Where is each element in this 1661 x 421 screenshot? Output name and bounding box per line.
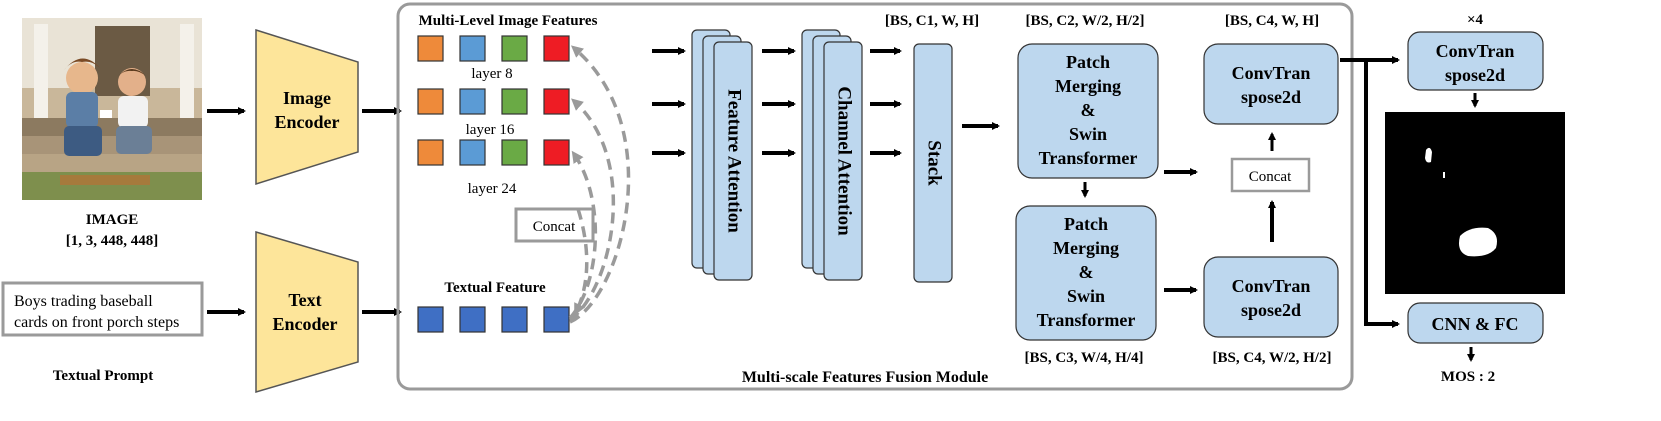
- patch1-line3: &: [1081, 100, 1096, 120]
- convtran-top-line2: spose2d: [1241, 87, 1301, 107]
- image-feature-grid: [417, 35, 570, 166]
- text-encoder-label-line1: Text: [288, 290, 321, 310]
- image-feature-square: [417, 35, 444, 62]
- mos-label: MOS : 2: [1441, 369, 1495, 385]
- image-label: IMAGE: [86, 212, 139, 228]
- patch1-line1: Patch: [1066, 52, 1110, 72]
- patch2-line4: Swin: [1067, 286, 1105, 306]
- image-encoder-label-line1: Image: [283, 88, 331, 108]
- prompt-label: Textual Prompt: [53, 368, 153, 384]
- image-feature-square: [543, 139, 570, 166]
- textual-feature-square: [417, 306, 444, 333]
- image-encoder-shape: [255, 28, 359, 186]
- convtran-top-line1: ConvTran: [1232, 63, 1311, 83]
- patch2-line5: Transformer: [1037, 310, 1136, 330]
- prompt-text-line2: cards on front porch steps: [14, 314, 179, 331]
- output-convtran-line1: ConvTran: [1436, 41, 1515, 61]
- stack-block: [913, 43, 953, 283]
- patch-merging-block-2: [1015, 205, 1157, 341]
- textual-feature-row: [417, 306, 570, 333]
- image-feature-square: [459, 88, 486, 115]
- image-encoder-label-line2: Encoder: [275, 112, 340, 132]
- shape-c4-bottom-label: [BS, C4, W/2, H/2]: [1213, 350, 1332, 366]
- output-convtran-line2: spose2d: [1445, 65, 1505, 85]
- output-connector: [1340, 56, 1400, 328]
- shape-c3-label: [BS, C3, W/4, H/4]: [1025, 350, 1144, 366]
- textual-feature-title: Textual Feature: [444, 280, 546, 296]
- layer-16-label: layer 16: [466, 122, 515, 138]
- convtranspose-block-bottom: [1203, 256, 1339, 338]
- fusion-module-title: Multi-scale Features Fusion Module: [742, 369, 988, 386]
- output-convtranspose-block: [1407, 31, 1544, 91]
- image-feature-square: [459, 139, 486, 166]
- arrows-to-channel-attention: [762, 47, 796, 157]
- stack-label: Stack: [924, 140, 945, 186]
- patch-merging-block-1: [1017, 43, 1159, 179]
- convtran-bottom-line2: spose2d: [1241, 300, 1301, 320]
- concat-right-label: Concat: [1249, 169, 1292, 185]
- patch1-line5: Transformer: [1039, 148, 1138, 168]
- input-image: [22, 18, 202, 200]
- textual-feature-square: [543, 306, 570, 333]
- shape-c2-label: [BS, C2, W/2, H/2]: [1026, 13, 1145, 29]
- saliency-mask-output: [1385, 112, 1565, 294]
- layer-8-label: layer 8: [471, 66, 512, 82]
- patch1-line2: Merging: [1055, 76, 1121, 96]
- convtranspose-block-top: [1203, 43, 1339, 125]
- concat-box-right: [1230, 157, 1311, 193]
- cnn-fc-label: CNN & FC: [1432, 314, 1519, 334]
- arrows-to-stack: [870, 47, 902, 157]
- concat-left-label: Concat: [533, 219, 576, 235]
- patch2-line1: Patch: [1064, 214, 1108, 234]
- fusion-module-frame: [396, 2, 1354, 391]
- image-feature-square: [417, 88, 444, 115]
- image-feature-square: [501, 88, 528, 115]
- prompt-text-line1: Boys trading baseball: [14, 293, 153, 310]
- shape-c1-label: [BS, C1, W, H]: [885, 13, 979, 29]
- image-feature-square: [501, 35, 528, 62]
- arrows-to-feature-attention: [652, 47, 686, 157]
- layer-24-label: layer 24: [468, 181, 517, 197]
- image-feature-square: [501, 139, 528, 166]
- channel-attention-block: [801, 29, 863, 281]
- prompt-box: [1, 281, 204, 337]
- feature-attention-label: Feature Attention: [724, 89, 745, 233]
- image-feature-square: [417, 139, 444, 166]
- convtran-bottom-line1: ConvTran: [1232, 276, 1311, 296]
- textual-feature-square: [459, 306, 486, 333]
- feature-attention-block: [691, 29, 753, 281]
- image-feature-square: [459, 35, 486, 62]
- cnn-fc-block: [1407, 302, 1544, 344]
- patch2-line3: &: [1079, 262, 1094, 282]
- image-shape: [1, 3, 448, 448]: [66, 233, 159, 249]
- patch-merging-1-text: Patch Merging & Swin Transformer: [1039, 52, 1138, 168]
- times-4-label: ×4: [1467, 12, 1484, 28]
- patch2-line2: Merging: [1053, 238, 1119, 258]
- textual-feature-square: [501, 306, 528, 333]
- channel-attention-label: Channel Attention: [834, 86, 855, 236]
- text-encoder-label-line2: Encoder: [273, 314, 338, 334]
- patch1-line4: Swin: [1069, 124, 1107, 144]
- patch-merging-2-text: Patch Merging & Swin Transformer: [1037, 214, 1136, 330]
- image-feature-square: [543, 35, 570, 62]
- image-feature-square: [543, 88, 570, 115]
- image-features-title: Multi-Level Image Features: [419, 13, 598, 29]
- dashed-connector-arrows: [568, 45, 631, 324]
- text-encoder-shape: [255, 230, 359, 394]
- shape-c4-top-label: [BS, C4, W, H]: [1225, 13, 1319, 29]
